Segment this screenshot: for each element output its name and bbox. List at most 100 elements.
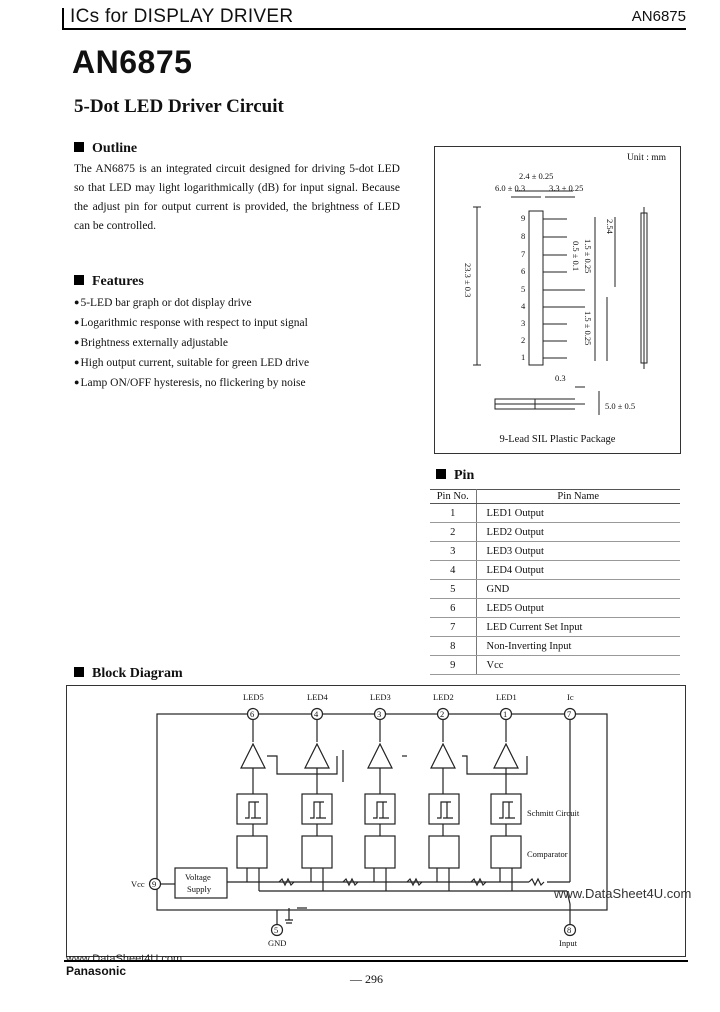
dim-bottom1: 0.3 <box>555 373 566 383</box>
dim-left: 23.3 ± 0.3 <box>463 263 473 298</box>
pin-no: 6 <box>430 598 477 618</box>
vcc-pin: 9 <box>152 879 157 889</box>
voltage-supply-label: Voltage <box>185 872 211 882</box>
block-pin: 4 <box>314 709 319 719</box>
vcc-label: Vcc <box>131 879 145 889</box>
page-subtitle: 5-Dot LED Driver Circuit <box>74 96 284 117</box>
pin-label: 4 <box>521 301 526 311</box>
input-label: Input <box>559 938 577 948</box>
voltage-supply-label: Supply <box>187 884 212 894</box>
pin-name: LED4 Output <box>476 560 680 580</box>
pin-label: 6 <box>521 266 526 276</box>
section-square-icon <box>74 275 84 285</box>
dim-bottom2: 5.0 ± 0.5 <box>605 401 636 411</box>
header-category: ICs for DISPLAY DRIVER <box>70 6 294 27</box>
header-part: AN6875 <box>631 8 686 25</box>
pin-name: Vcc <box>476 655 680 675</box>
pin-label: 5 <box>521 284 526 294</box>
pin-label: 2 <box>521 335 526 345</box>
page-title: AN6875 <box>72 44 193 80</box>
pin-no: 5 <box>430 579 477 599</box>
block-diagram-svg <box>148 707 608 937</box>
pin-label: 3 <box>521 318 526 328</box>
header-tick <box>62 8 64 28</box>
block-pin: 1 <box>503 709 508 719</box>
footer-divider <box>64 960 688 962</box>
dim-pitch1: 0.5 ± 0.1 <box>571 241 581 272</box>
package-caption: 9-Lead SIL Plastic Package <box>499 434 616 445</box>
pin-no: 2 <box>430 522 477 542</box>
gnd-label: GND <box>268 938 287 948</box>
block-label-led2: LED2 <box>433 692 454 702</box>
section-square-icon <box>436 469 446 479</box>
block-label-led1: LED1 <box>496 692 517 702</box>
pin-no: 4 <box>430 560 477 580</box>
pin-label: 7 <box>521 249 526 259</box>
list-item: 5-LED bar graph or dot display drive <box>74 293 404 313</box>
list-item: Logarithmic response with respect to inp… <box>74 313 404 333</box>
pin-no: 9 <box>430 655 477 675</box>
list-item: High output current, suitable for green … <box>74 353 404 373</box>
block-label-led4: LED4 <box>307 692 328 702</box>
pin-name: LED2 Output <box>476 522 680 542</box>
dim-pitch2: 1.5 ± 0.25 <box>583 239 593 274</box>
block-label-ic: Ic <box>567 692 574 702</box>
pin-name: LED3 Output <box>476 541 680 561</box>
package-outline-svg <box>473 190 648 415</box>
package-drawing: Unit : mm <box>434 146 681 454</box>
pin-no: 3 <box>430 541 477 561</box>
pin-label: 1 <box>521 352 526 362</box>
block-diagram-heading: Block Diagram <box>74 666 183 682</box>
features-heading: Features <box>74 274 144 290</box>
pin-no: 7 <box>430 617 477 637</box>
outline-text: The AN6875 is an integrated circuit desi… <box>74 163 400 232</box>
pin-name: Non-Inverting Input <box>476 636 680 656</box>
list-item: Lamp ON/OFF hysteresis, no flickering by… <box>74 373 404 393</box>
package-unit: Unit : mm <box>626 153 666 163</box>
dim-top3: 3.3 ± 0.25 <box>549 183 584 193</box>
gnd-pin: 5 <box>274 925 279 935</box>
pin-label: 9 <box>521 213 526 223</box>
block-label-led5: LED5 <box>243 692 264 702</box>
column-header: Pin Name <box>476 489 680 504</box>
block-pin: 7 <box>567 709 572 719</box>
outline-heading: Outline <box>74 141 137 157</box>
dim-top1: 2.4 ± 0.25 <box>519 171 554 181</box>
pin-name: LED5 Output <box>476 598 680 618</box>
table-header-row: Pin No. Pin Name <box>430 489 680 504</box>
section-square-icon <box>74 142 84 152</box>
dim-right: 2.54 <box>605 219 615 234</box>
pin-no: 8 <box>430 636 477 656</box>
block-pin: 3 <box>377 709 382 719</box>
dim-top2: 6.0 ± 0.3 <box>495 183 526 193</box>
block-pin: 2 <box>440 709 445 719</box>
section-square-icon <box>74 667 84 677</box>
dim-pitch3: 1.5 ± 0.25 <box>583 311 593 346</box>
pin-name: GND <box>476 579 680 599</box>
footer-link[interactable]: www.DataSheet4U.com <box>66 953 183 965</box>
schmitt-label: Schmitt Circuit <box>527 808 580 818</box>
column-header: Pin No. <box>430 489 477 504</box>
input-pin: 8 <box>567 925 572 935</box>
comparator-label: Comparator <box>527 849 568 859</box>
page-header: ICs for DISPLAY DRIVER AN6875 <box>62 4 686 30</box>
footer-brand: Panasonic <box>66 964 127 978</box>
block-label-led3: LED3 <box>370 692 391 702</box>
pin-label: 8 <box>521 231 526 241</box>
list-item: Brightness externally adjustable <box>74 333 404 353</box>
pin-heading: Pin <box>436 468 474 484</box>
pin-no: 1 <box>430 503 477 523</box>
watermark-link[interactable]: www.DataSheet4U.com <box>554 886 692 901</box>
page-number: — 296 <box>350 972 383 986</box>
feature-list: 5-LED bar graph or dot display drive Log… <box>74 293 404 393</box>
